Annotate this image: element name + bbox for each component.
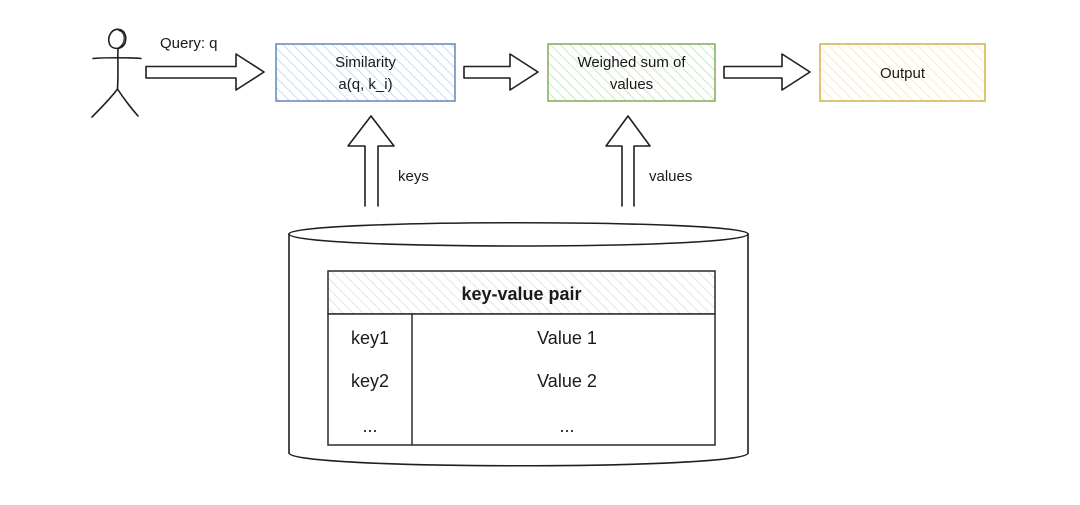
row-key: key2 (351, 371, 389, 391)
similarity-formula: a(q, k_i) (338, 76, 392, 93)
weighted-sum-box: Weighed sum of values (547, 43, 716, 102)
arrow-similarity-to-weighted (463, 53, 539, 91)
values-label: values (649, 168, 692, 185)
weighted-sum-subtitle: values (610, 76, 653, 93)
similarity-box: Similarity a(q, k_i) (275, 43, 456, 102)
output-box: Output (819, 43, 986, 102)
row-value: Value 2 (537, 371, 597, 391)
arrow-query-to-similarity (145, 53, 265, 91)
arrow-weighted-to-output (723, 53, 811, 91)
table-header-cell (327, 270, 716, 315)
table-row: key2 Value 2 (351, 371, 597, 391)
user-stick-figure (91, 28, 142, 118)
keys-label: keys (398, 168, 429, 185)
table-row: ... ... (362, 416, 574, 436)
weighted-sum-title: Weighed sum of (577, 54, 686, 71)
row-value: ... (559, 416, 574, 436)
similarity-title: Similarity (335, 54, 396, 71)
arrow-values-up (605, 115, 651, 207)
table-header: key-value pair (461, 284, 581, 304)
database-cylinder (288, 221, 749, 467)
key-value-table: key-value pair key1 Value 1 key2 Value 2… (327, 270, 716, 446)
output-label: Output (880, 65, 926, 82)
query-label: Query: q (160, 35, 218, 52)
row-key: key1 (351, 328, 389, 348)
arrow-keys-up (347, 115, 395, 207)
row-key: ... (362, 416, 377, 436)
row-value: Value 1 (537, 328, 597, 348)
table-row: key1 Value 1 (351, 328, 597, 348)
